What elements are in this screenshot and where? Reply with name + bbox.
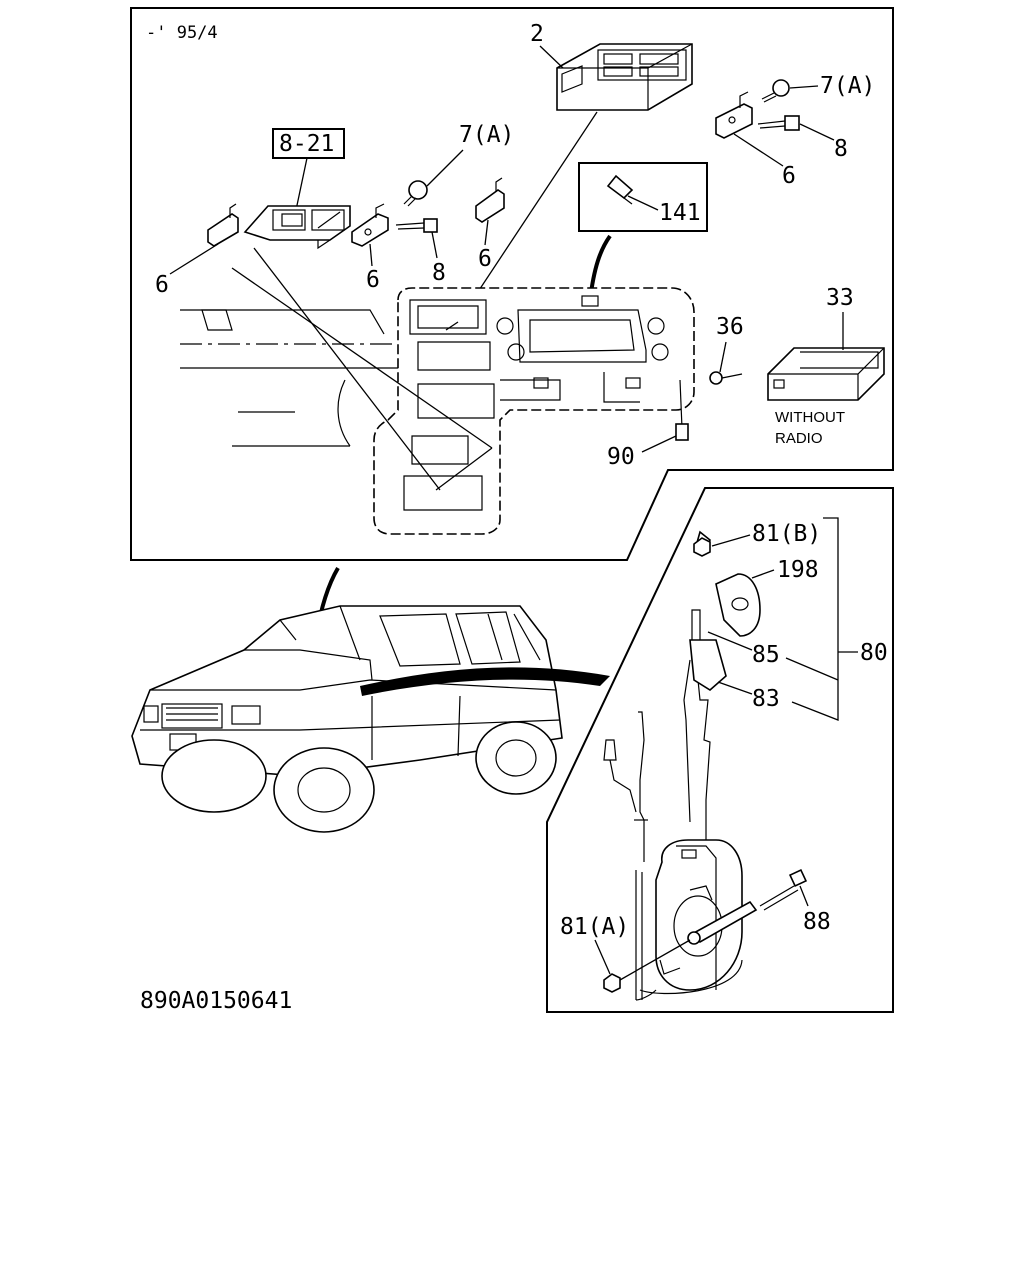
callout-8-21: 8-21 [279, 131, 334, 157]
callout-83: 83 [752, 686, 780, 712]
figure-code: 890A0150641 [140, 988, 292, 1014]
callout-6-center: 6 [478, 246, 492, 272]
bracket-top-right [715, 91, 753, 139]
antenna-assembly [603, 530, 761, 1001]
bracket-mid [351, 203, 389, 247]
callout-90: 90 [607, 444, 635, 470]
connector-141 [606, 174, 634, 205]
bolt-8-top [757, 115, 800, 131]
callout-81b: 81(B) [752, 521, 821, 547]
screw-36 [709, 371, 743, 385]
radio-unit [556, 43, 693, 111]
callout-7a-top: 7(A) [820, 73, 875, 99]
callout-6-mid: 6 [366, 267, 380, 293]
screw-7a-top [761, 79, 790, 103]
callout-88: 88 [803, 909, 831, 935]
callout-7a-mid: 7(A) [459, 122, 514, 148]
dash-center-bezel [373, 287, 695, 535]
bolt-88 [759, 868, 808, 911]
callout-8-mid: 8 [432, 260, 446, 286]
callout-198: 198 [777, 557, 819, 583]
callout-2: 2 [530, 21, 544, 47]
lower-frame [546, 487, 894, 1013]
switch-panel [243, 205, 351, 250]
bracket-left [207, 203, 239, 247]
callout-33: 33 [826, 285, 854, 311]
callout-81a: 81(A) [560, 914, 629, 940]
bolt-8-mid [395, 218, 438, 233]
callout-85: 85 [752, 642, 780, 668]
ref-box-8-21[interactable] [272, 128, 345, 159]
nut-81a [603, 973, 621, 993]
upper-frame [130, 7, 894, 561]
dash-background [180, 309, 398, 447]
note-without: WITHOUT [775, 409, 845, 426]
connector-90 [675, 423, 689, 441]
screw-7a-mid [403, 180, 428, 207]
callout-8-top: 8 [834, 136, 848, 162]
box-141 [578, 162, 708, 232]
nut-81b [693, 537, 711, 557]
callout-80: 80 [860, 640, 888, 666]
callout-6-left: 6 [155, 272, 169, 298]
callout-6-right: 6 [782, 163, 796, 189]
period-note: -' 95/4 [146, 23, 218, 43]
callout-141: 141 [659, 200, 701, 226]
pocket-33 [767, 347, 885, 401]
bracket-80 [785, 517, 839, 721]
bracket-center [475, 177, 505, 223]
note-radio: RADIO [775, 430, 823, 447]
vehicle-illustration [131, 566, 610, 833]
callout-36: 36 [716, 314, 744, 340]
